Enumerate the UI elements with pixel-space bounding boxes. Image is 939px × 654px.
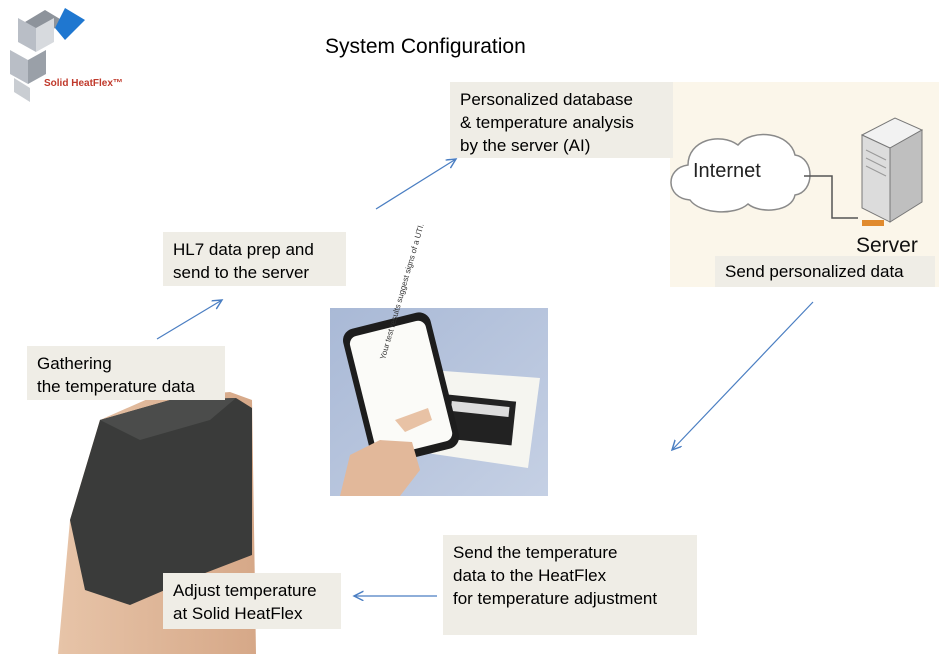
server-label: Server [856,234,918,257]
arrow-hl7-to-database [375,159,456,210]
gathering-box: Gathering the temperature data [27,346,225,400]
logo-brand-text: Solid HeatFlex™ [44,78,123,89]
adjust-box: Adjust temperature at Solid HeatFlex [163,573,341,629]
hl7-box: HL7 data prep and send to the server [163,232,346,286]
send-temperature-box: Send the temperature data to the HeatFle… [443,535,697,635]
phone-photo: Your test results suggest signs of a UTI… [330,222,548,496]
logo-icon [10,8,85,102]
network-line [804,175,858,219]
internet-cloud-icon [670,133,811,213]
arrow-gathering-to-hl7 [156,300,222,340]
page-title: System Configuration [325,35,526,58]
send-personalized-box: Send personalized data [715,256,935,287]
internet-label: Internet [693,160,761,182]
database-box: Personalized database & temperature anal… [450,82,673,158]
server-icon [860,117,924,226]
arrow-server-to-phone [672,301,814,450]
